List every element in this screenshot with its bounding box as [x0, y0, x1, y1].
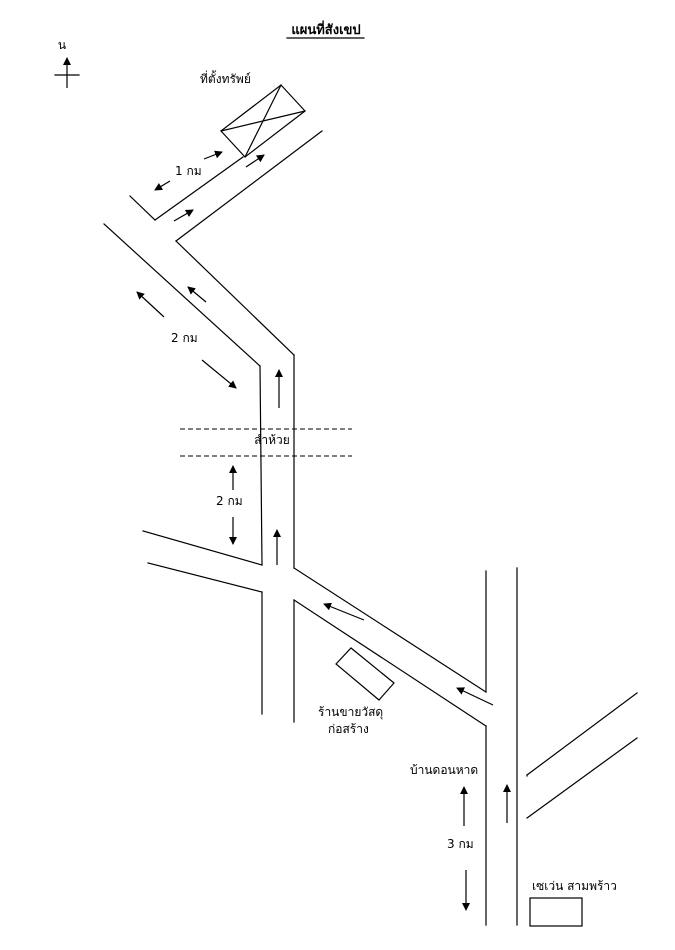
- creek-label: ลำห้วย: [254, 433, 290, 447]
- direction-arrows: [136, 150, 511, 911]
- distance-2km-upper-label: 2 กม: [171, 331, 198, 345]
- seven-eleven-marker: [529, 897, 583, 927]
- creek-crossing: [180, 428, 352, 457]
- road-upper: [103, 130, 323, 367]
- map-title: แผนที่สังเขป: [291, 20, 360, 38]
- hardware-store-label-2: ก่อสร้าง: [328, 722, 369, 736]
- property-label: ที่ตั้งทรัพย์: [200, 70, 251, 86]
- seven-eleven-label: เซเว่น สามพร้าว: [532, 879, 617, 893]
- road-vertical-middle: [259, 354, 295, 569]
- distance-1km-label: 1 กม: [175, 164, 202, 178]
- village-label: บ้านดอนหาด: [410, 763, 478, 777]
- road-junction: [142, 530, 487, 727]
- distance-2km-lower-label: 2 กม: [216, 494, 243, 508]
- property-marker: [220, 84, 306, 158]
- north-label: น: [58, 38, 66, 52]
- distance-3km-label: 3 กม: [447, 837, 474, 851]
- hardware-store-marker: [335, 647, 395, 701]
- hardware-store-label-1: ร้านขายวัสดุ: [318, 705, 383, 720]
- north-arrow-icon: น: [54, 38, 80, 88]
- road-right: [485, 567, 638, 926]
